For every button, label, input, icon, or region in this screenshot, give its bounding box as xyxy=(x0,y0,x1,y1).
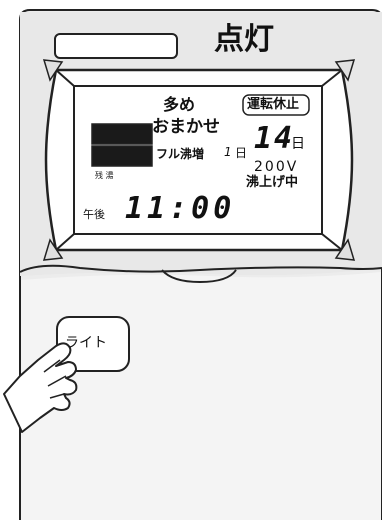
label-slot xyxy=(54,33,178,59)
hand-finger-creases xyxy=(43,359,67,399)
lcd-line-full-boost-unit: 日 xyxy=(235,146,248,160)
frame-corner-tl xyxy=(55,69,75,87)
light-button-shape xyxy=(56,316,130,372)
frame-corner-bl xyxy=(55,233,75,251)
lower-body xyxy=(21,272,381,520)
corner-marker-br xyxy=(334,238,356,261)
lid-hinge-tab xyxy=(161,269,237,284)
lcd-day-unit: 日 xyxy=(291,136,305,152)
lcd-heating-status: 沸上げ中 xyxy=(246,175,299,190)
lcd-line-mode: おまかせ xyxy=(152,117,220,137)
lcd-day-value: 14 xyxy=(254,121,295,156)
frame-corner-br xyxy=(321,233,343,251)
halt-badge-label: 運転休止 xyxy=(247,97,300,112)
lcd-line-amount: 多め xyxy=(163,95,196,114)
hand-pointer-icon xyxy=(3,342,78,433)
status-title: 点灯 xyxy=(214,22,274,57)
halt-badge-border xyxy=(242,94,310,116)
corner-marker-tr xyxy=(334,59,356,82)
lcd-voltage: 200V xyxy=(254,159,299,175)
lid-edge xyxy=(19,264,382,273)
lcd-clock: 11:00 xyxy=(125,191,236,226)
lcd-line-full-boost: フル沸増 xyxy=(156,147,205,161)
corner-marker-tl xyxy=(42,59,64,82)
light-button[interactable]: ライト xyxy=(65,335,107,351)
level-bar-upper xyxy=(91,123,153,145)
lcd-line-full-boost-count: 1 xyxy=(224,145,232,159)
lcd-time-period: 午後 xyxy=(83,208,105,221)
level-bar-lower xyxy=(91,145,153,167)
lcd-remaining-label: 残 湯 xyxy=(95,171,114,180)
frame-corner-tr xyxy=(321,69,343,87)
corner-marker-bl xyxy=(42,238,64,261)
